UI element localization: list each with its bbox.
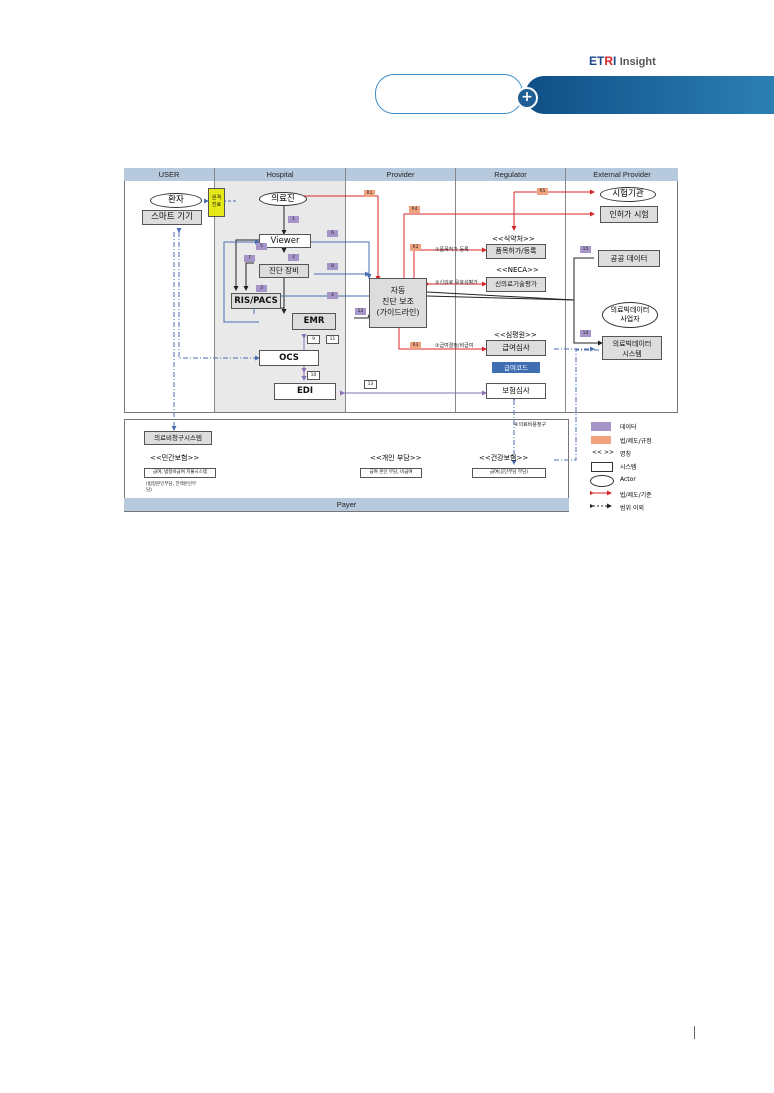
column-regulator: Regulator <box>456 168 565 181</box>
tag-5: 5 <box>256 243 267 250</box>
smart-device-box: 스마트 기기 <box>142 210 202 225</box>
remote-care-box: 원격 진료 <box>208 188 225 217</box>
legend-law-swatch <box>591 436 611 444</box>
medical-ai-ecosystem-diagram: USER Hospital Provider Regulator Externa… <box>124 168 678 513</box>
benefit-code-badge: 급여코드 <box>492 362 540 373</box>
viewer-system: Viewer <box>259 234 311 248</box>
legend-law: 법/제도/규정 <box>620 438 652 445</box>
bill-label: ④의료비용청구 <box>514 422 547 428</box>
diagnostic-equipment: 진단 장비 <box>259 264 309 278</box>
private-insurance-note: (법정본인부담, 전액본인부 담) <box>146 482 197 493</box>
ris-pacs-system: RIS/PACS <box>231 293 281 309</box>
header-pill <box>375 74 523 114</box>
legend-system-swatch <box>591 462 613 472</box>
nhi-box: 급여(공단부담 부담) <box>472 468 546 478</box>
payer-label: Payer <box>124 498 569 511</box>
nhi-tag: <<건강보험>> <box>479 454 529 462</box>
doctor-actor: 의료진 <box>259 192 307 206</box>
legend-name: 명칭 <box>620 451 632 458</box>
column-external-provider: External Provider <box>566 168 678 181</box>
page-divider <box>694 1026 695 1039</box>
neca-assessment-box: 신의료기술평가 <box>486 277 546 292</box>
r3-label: ③급여결정/비급여 <box>435 343 474 349</box>
hira-review-box: 급여심사 <box>486 340 546 356</box>
legend-arrow-icons <box>590 490 612 509</box>
testing-org-actor: 시험기관 <box>600 187 656 202</box>
tag-1: 1 <box>288 216 299 223</box>
legend-actor-swatch <box>590 475 614 487</box>
tag-12: 12 <box>355 308 366 315</box>
legend-data: 데이터 <box>620 424 637 431</box>
certification-test-box: 인허가 시험 <box>600 206 658 223</box>
header-banner <box>525 76 774 114</box>
column-provider: Provider <box>346 168 455 181</box>
etri-insight-logo: ETRI Insight <box>589 54 656 68</box>
legend-law-std: 법/제도/기준 <box>620 492 652 499</box>
tag-r2: R2 <box>410 244 421 251</box>
column-user: USER <box>124 168 214 181</box>
tag-2: 2 <box>288 254 299 261</box>
legend-data-swatch <box>591 422 611 431</box>
personal-burden-box: 급여 본인 부담, 비급여 <box>360 468 422 478</box>
personal-burden-tag: <<개인 부담>> <box>370 454 422 462</box>
tag-6: 6 <box>327 230 338 237</box>
private-insurance-box: 급여, 법정비급여 지불시스템 <box>144 468 216 478</box>
legend-actor: Actor <box>620 476 636 483</box>
tag-r3: R3 <box>410 342 421 349</box>
neca-tag: <<NECA>> <box>496 266 539 274</box>
tag-r4: R4 <box>409 206 420 213</box>
emr-system: EMR <box>292 313 336 330</box>
tag-13: 13 <box>364 380 377 389</box>
edi-system: EDI <box>274 383 336 400</box>
ocs-system: OCS <box>259 350 319 366</box>
tag-r5: R5 <box>537 188 548 195</box>
claim-system-box: 의료비청구시스템 <box>144 431 212 445</box>
legend-name-symbol: << >> <box>592 449 615 456</box>
tag-8: 8 <box>327 263 338 270</box>
legend-system: 시스템 <box>620 464 637 471</box>
insurance-review-box: 보험심사 <box>486 383 546 399</box>
tag-r1: R1 <box>364 190 375 197</box>
patient-actor: 환자 <box>150 193 202 208</box>
plus-icon: + <box>516 87 538 109</box>
column-hospital: Hospital <box>215 168 345 181</box>
tag-4: 4 <box>327 292 338 299</box>
tag-15: 15 <box>580 246 591 253</box>
tag-11: 11 <box>326 335 339 344</box>
tag-7: 7 <box>244 255 255 262</box>
public-data-box: 공공 데이터 <box>598 250 660 267</box>
legend-out-scope: 범위 이외 <box>620 505 644 512</box>
tag-9: 9 <box>307 335 320 344</box>
tag-10: 10 <box>307 371 320 380</box>
r2-label: ①품목허가 등록 <box>435 247 469 253</box>
private-insurance-tag: <<민간보험>> <box>150 454 200 462</box>
mfds-approval-box: 품목허가/등록 <box>486 244 546 259</box>
neca-label: ②신의료 유효성평가 <box>435 280 478 286</box>
tag-14: 14 <box>580 330 591 337</box>
tag-3: 3 <box>256 285 267 292</box>
hira-tag: <<심평원>> <box>494 331 537 339</box>
mfds-tag: <<식약처>> <box>492 235 535 243</box>
